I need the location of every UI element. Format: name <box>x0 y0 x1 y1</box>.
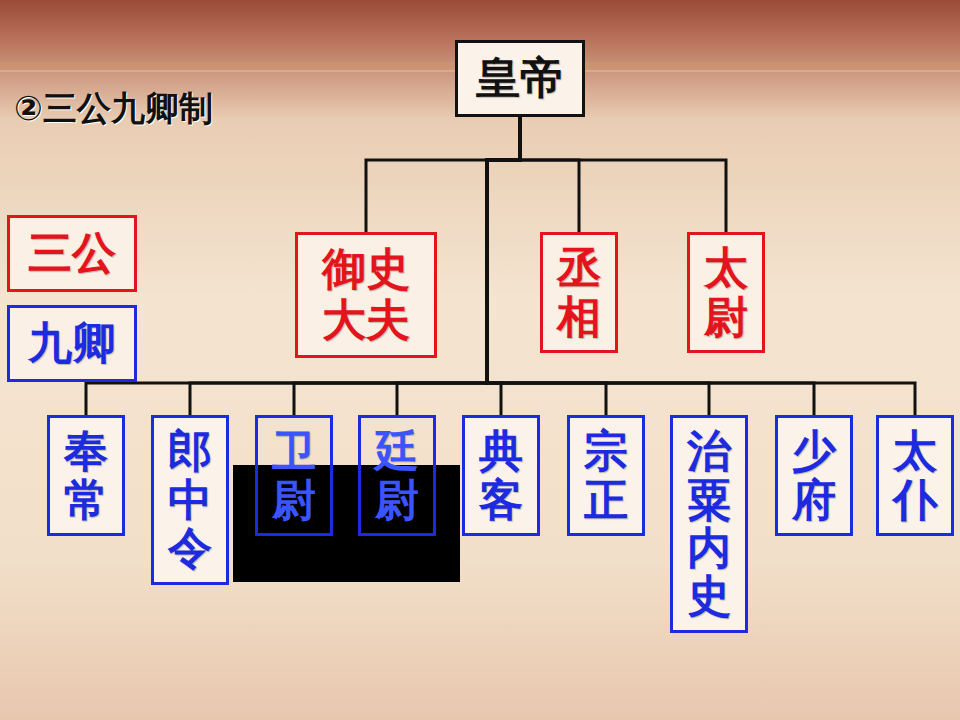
minister-box: 典客 <box>462 415 540 536</box>
legend-box: 九卿 <box>7 305 137 382</box>
official-box: 丞相 <box>540 232 618 353</box>
connector-line <box>190 117 520 415</box>
node-label: 郎中令 <box>168 427 212 572</box>
connector-line <box>366 117 520 232</box>
node-label: 丞相 <box>557 244 601 341</box>
tree-connector <box>366 117 520 232</box>
node-label: 三公 <box>28 227 116 280</box>
tree-connector <box>86 117 520 415</box>
tree-connector <box>190 117 520 415</box>
tree-connector <box>520 117 726 232</box>
minister-box: 宗正 <box>567 415 645 536</box>
legend-box: 三公 <box>7 215 137 292</box>
connector-line <box>520 117 579 232</box>
tree-connector <box>487 117 915 415</box>
node-label: 太尉 <box>704 244 748 341</box>
node-label: 廷尉 <box>375 427 419 524</box>
node-label: 少府 <box>792 427 836 524</box>
emperor-box: 皇帝 <box>455 40 585 117</box>
connector-line <box>487 117 709 415</box>
connector-line <box>86 117 520 415</box>
node-label: 皇帝 <box>476 52 564 105</box>
node-label: 治粟内史 <box>687 427 731 621</box>
tree-connector <box>487 117 520 415</box>
occluding-block <box>233 465 460 582</box>
tree-connector <box>520 117 579 232</box>
connector-line <box>487 117 520 415</box>
slide-title: ②三公九卿制 <box>14 86 213 132</box>
connector-line <box>487 117 814 415</box>
minister-box: 少府 <box>775 415 853 536</box>
minister-box: 奉常 <box>47 415 125 536</box>
minister-box: 郎中令 <box>151 415 229 585</box>
minister-box: 治粟内史 <box>670 415 748 633</box>
minister-box: 廷尉 <box>358 415 436 536</box>
tree-connector <box>487 117 709 415</box>
connector-line <box>520 117 726 232</box>
node-label: 宗正 <box>584 427 628 524</box>
node-label: 典客 <box>479 427 523 524</box>
node-label: 太仆 <box>893 427 937 524</box>
connector-line <box>487 117 915 415</box>
node-label: 卫尉 <box>272 427 316 524</box>
node-label: 御史大夫 <box>322 244 410 345</box>
node-label: 九卿 <box>28 317 116 370</box>
official-box: 太尉 <box>687 232 765 353</box>
tree-connector <box>487 117 814 415</box>
official-box: 御史大夫 <box>295 232 437 358</box>
minister-box: 卫尉 <box>255 415 333 536</box>
node-label: 奉常 <box>64 427 108 524</box>
minister-box: 太仆 <box>876 415 954 536</box>
